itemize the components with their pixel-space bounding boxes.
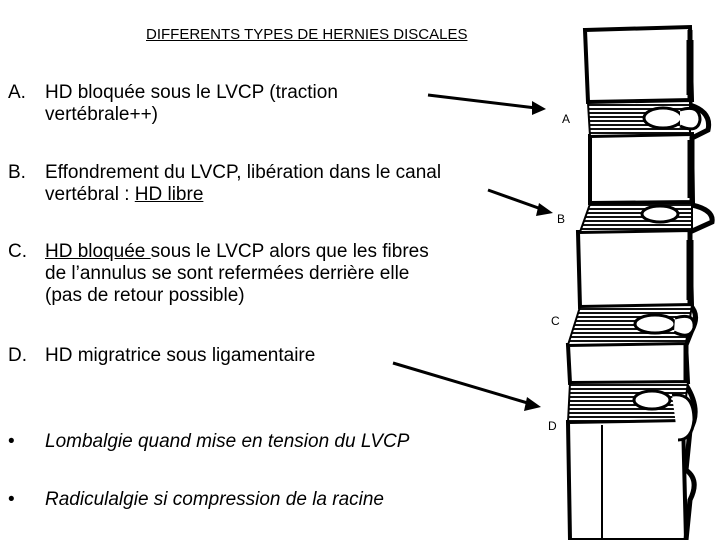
disc-a [588, 101, 700, 136]
vertebra-4 [568, 343, 688, 383]
figure-label-b: B [557, 212, 565, 226]
arrow-a [428, 95, 546, 115]
disc-c [568, 305, 694, 345]
arrow-d [393, 363, 541, 411]
disc-b [580, 203, 692, 232]
figure-label-a: A [562, 112, 570, 126]
vertebra-2 [590, 134, 693, 203]
figure-label-c: C [551, 314, 560, 328]
figure-label-d: D [548, 419, 557, 433]
vertebra-1 [585, 27, 692, 102]
arrow-b [488, 190, 553, 216]
vertebra-3 [578, 230, 692, 307]
vertebra-5 [568, 420, 686, 540]
